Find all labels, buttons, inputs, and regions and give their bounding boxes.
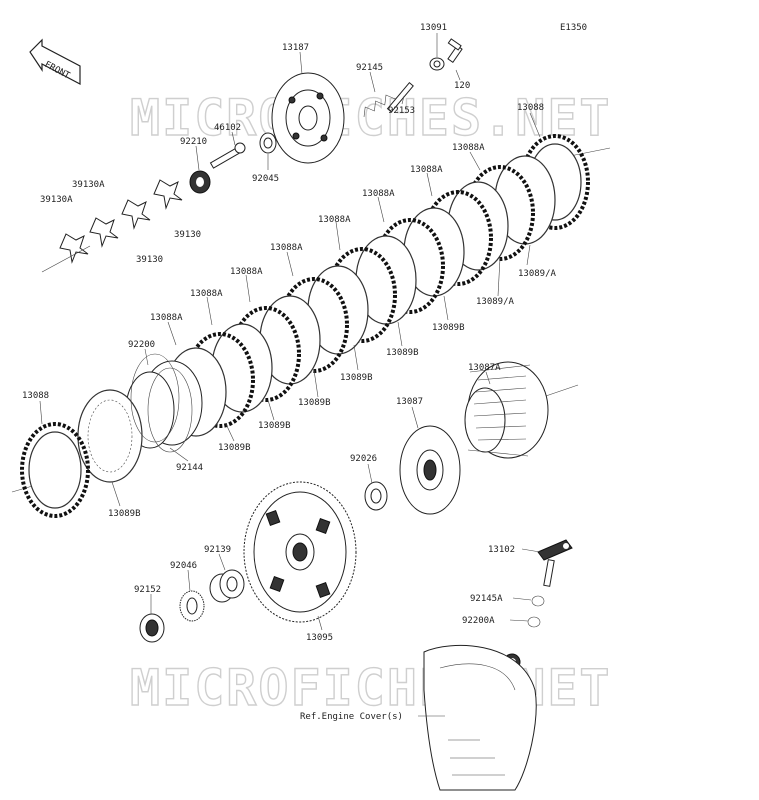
label-13089b-1: 13089B <box>432 323 465 333</box>
label-13089b-4: 13089B <box>298 398 331 408</box>
label-13088a-6: 13088A <box>230 267 263 277</box>
label-39130a-upper: 39130A <box>72 180 105 190</box>
label-92152: 92152 <box>134 585 161 595</box>
spring-92145a-icon <box>531 595 545 607</box>
clutch-hub-drum-icon <box>464 361 549 459</box>
watermark-bottom: MICROFICHES.NET <box>130 659 612 717</box>
circlip-icons <box>130 353 193 453</box>
label-92139: 92139 <box>204 545 231 555</box>
spring-washer-icons <box>59 179 183 264</box>
spring-icon <box>363 94 396 117</box>
collar-icon <box>139 613 165 643</box>
front-arrow-icon: FRONT <box>29 38 81 85</box>
bearing-icon <box>259 132 277 154</box>
axis-line-left <box>41 245 91 273</box>
engine-cover-icon <box>423 644 537 791</box>
clutch-hub-icon <box>399 425 461 515</box>
label-13089b-6: 13089B <box>218 443 251 453</box>
label-13087a: 13087A <box>468 363 501 373</box>
needle-bearing-icon <box>179 590 205 622</box>
label-92046: 92046 <box>170 561 197 571</box>
label-13088a-3: 13088A <box>362 189 395 199</box>
push-rod-icon <box>386 81 414 113</box>
label-13102: 13102 <box>488 545 515 555</box>
label-13089b-5: 13089B <box>258 421 291 431</box>
nut-icon <box>189 170 211 194</box>
label-13089b-7: 13089B <box>108 509 141 519</box>
bolt-icon <box>429 38 463 71</box>
label-13089b-2: 13089B <box>386 348 419 358</box>
label-92145a: 92145A <box>470 594 503 604</box>
label-13089a-1: 13089/A <box>518 269 557 279</box>
label-13095: 13095 <box>306 633 333 643</box>
label-13087: 13087 <box>396 397 423 407</box>
pressure-plate-icon <box>271 72 345 164</box>
label-39130-left: 39130 <box>136 255 163 265</box>
label-92200a: 92200A <box>462 616 495 626</box>
label-13088a-4: 13088A <box>318 215 351 225</box>
pushrod-46102-icon <box>209 142 246 169</box>
label-92045: 92045 <box>252 174 279 184</box>
label-13187: 13187 <box>282 43 309 53</box>
label-13088a-1: 13088A <box>452 143 485 153</box>
label-92210: 92210 <box>180 137 207 147</box>
diagram-code: E1350 <box>560 23 587 33</box>
label-13089a-2: 13089/A <box>476 297 515 307</box>
label-13088a-7: 13088A <box>190 289 223 299</box>
label-13088a-2: 13088A <box>410 165 443 175</box>
label-92144: 92144 <box>176 463 203 473</box>
sleeve-icon <box>209 569 245 603</box>
clutch-housing-icon <box>243 481 357 623</box>
label-13089b-3: 13089B <box>340 373 373 383</box>
label-13088a-5: 13088A <box>270 243 303 253</box>
watermark-top: MICROFICHES.NET <box>130 89 612 147</box>
label-120: 120 <box>454 81 470 91</box>
label-46102: 46102 <box>214 123 241 133</box>
release-lever-icon <box>537 539 573 587</box>
label-ref-engine-cover: Ref.Engine Cover(s) <box>300 712 403 722</box>
label-92200: 92200 <box>128 340 155 350</box>
label-39130-right: 39130 <box>174 230 201 240</box>
leader-lines <box>39 33 541 717</box>
label-13091: 13091 <box>420 23 447 33</box>
label-92153: 92153 <box>388 106 415 116</box>
label-92145: 92145 <box>356 63 383 73</box>
washer-icon <box>364 481 388 511</box>
label-13088-left: 13088 <box>22 391 49 401</box>
label-92026: 92026 <box>350 454 377 464</box>
left-plates <box>20 389 143 518</box>
label-13088-top: 13088 <box>517 103 544 113</box>
label-13088a-8: 13088A <box>150 313 183 323</box>
label-39130a-lower: 39130A <box>40 195 73 205</box>
part-labels: 13091 120 13187 92145 92153 46102 92210 … <box>22 23 557 722</box>
clutch-plate-stack <box>125 134 590 449</box>
